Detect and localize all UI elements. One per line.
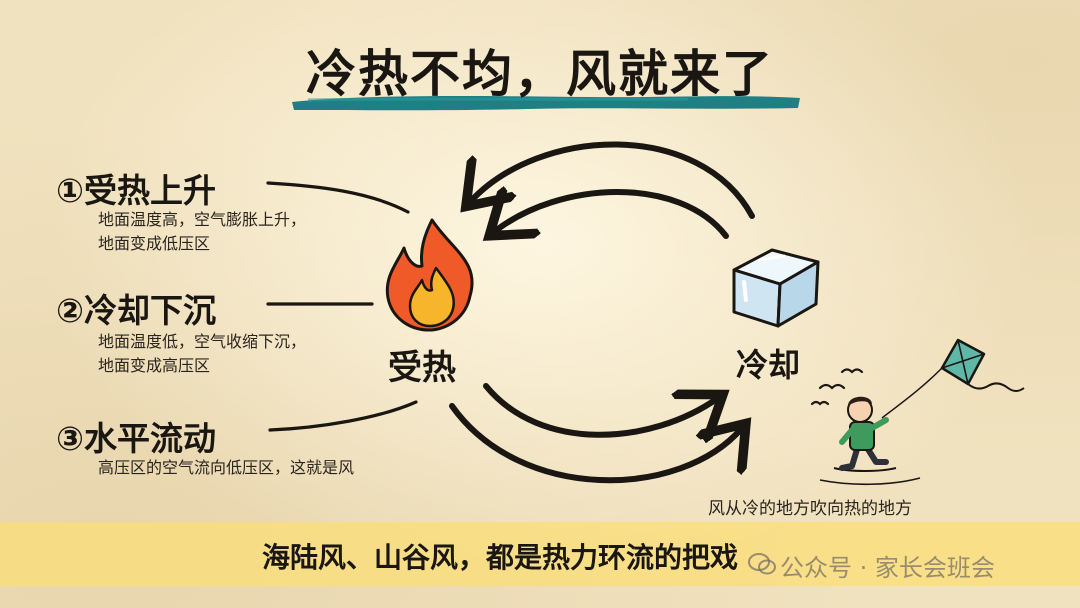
step2-title: ②冷却下沉	[56, 291, 216, 330]
step2-description: 地面温度低，空气收缩下沉， 地面变成高压区	[98, 330, 306, 378]
wind-caption: 风从冷的地方吹向热的地方	[708, 499, 912, 519]
watermark-text: 公众号 · 家长会班会	[780, 554, 995, 582]
step1-desc-line2: 地面变成低压区	[98, 234, 211, 253]
kite-icon	[881, 338, 1025, 419]
cool-label: 冷却	[736, 346, 801, 384]
heat-label: 受热	[388, 348, 456, 388]
step3-desc-line1: 高压区的空气流向低压区，这就是风	[98, 458, 355, 477]
lower-arrow-outer	[449, 403, 742, 484]
wechat-icon	[748, 553, 776, 575]
bottom-banner-band	[0, 522, 1080, 586]
ice-cube-icon	[732, 248, 820, 328]
step3-description: 高压区的空气流向低压区，这就是风	[98, 456, 354, 480]
step1-desc-line1: 地面温度高，空气膨胀上升，	[98, 210, 307, 229]
fire-icon	[385, 218, 474, 332]
step1-description: 地面温度高，空气膨胀上升， 地面变成低压区	[98, 208, 306, 256]
step3-title: ③水平流动	[56, 419, 216, 458]
step3-connector-line	[268, 400, 418, 432]
bottom-banner-text: 海陆风、山谷风，都是热力环流的把戏	[262, 541, 739, 574]
upper-arrow-inner	[494, 192, 729, 236]
birds-icon	[810, 368, 864, 406]
step1-connector-line	[266, 181, 410, 214]
upper-arrow-outer	[470, 141, 755, 219]
lower-arrow-inner	[483, 383, 718, 435]
title-underline-stroke	[292, 96, 800, 111]
kid-flying-kite-icon	[819, 396, 921, 486]
step2-desc-line2: 地面变成高压区	[98, 356, 211, 375]
page-title: 冷热不均，风就来了	[306, 45, 774, 103]
step2-desc-line1: 地面温度低，空气收缩下沉，	[98, 332, 307, 351]
step1-title: ①受热上升	[56, 171, 216, 210]
